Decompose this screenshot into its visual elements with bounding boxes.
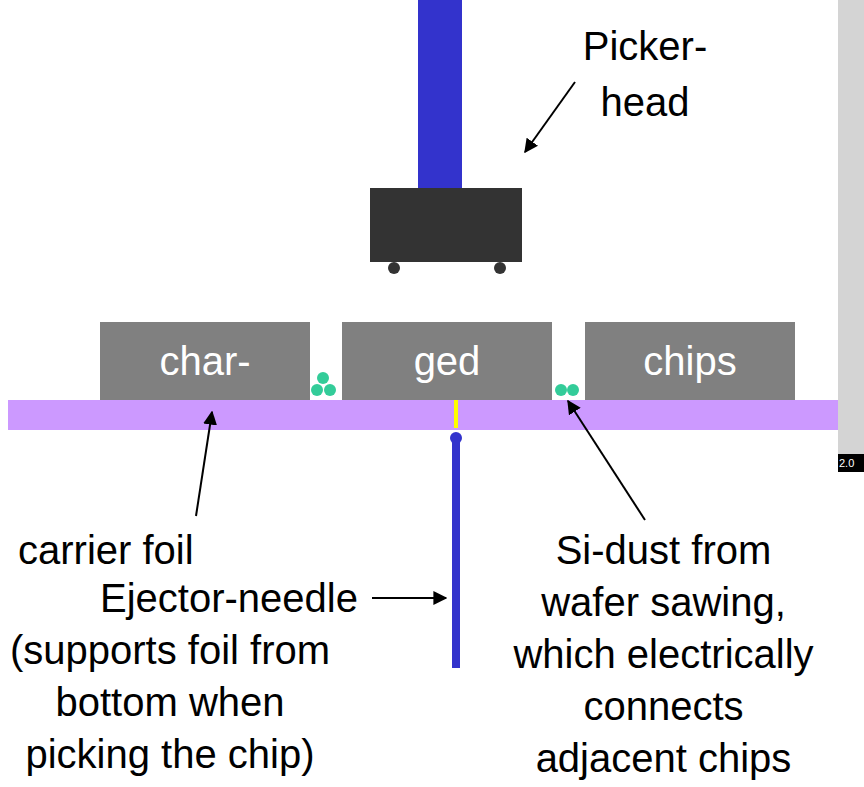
si-dust xyxy=(555,384,567,396)
si-dust xyxy=(317,372,329,384)
note-text: Si-dust from wafer sawing, which electri… xyxy=(508,524,819,784)
part-label: Ejector-needle xyxy=(100,572,370,624)
leader-line xyxy=(568,401,645,520)
part-label: Picker- head xyxy=(570,18,720,130)
picker-shaft xyxy=(418,0,462,188)
picker-head xyxy=(370,188,522,262)
si-dust xyxy=(567,384,579,396)
chip-box: char- xyxy=(100,322,310,400)
scale-label: 2.0 xyxy=(839,456,863,470)
leader-line xyxy=(525,82,575,152)
chip-label: char- xyxy=(159,337,250,385)
part-label: carrier foil xyxy=(18,524,218,576)
ejector-needle xyxy=(452,442,460,668)
micrograph-strip xyxy=(838,0,864,460)
carrier-foil xyxy=(8,400,838,430)
needle-contact xyxy=(454,400,458,428)
chip-label: ged xyxy=(414,337,481,385)
chip-label: chips xyxy=(643,337,736,385)
note-text: (supports foil from bottom when picking … xyxy=(0,624,340,780)
si-dust xyxy=(324,384,336,396)
leader-line xyxy=(196,412,212,516)
picker-contact xyxy=(494,262,506,274)
si-dust xyxy=(311,384,323,396)
chip-box: ged xyxy=(342,322,552,400)
picker-contact xyxy=(388,262,400,274)
leader-line xyxy=(372,597,446,599)
chip-box: chips xyxy=(585,322,795,400)
scale-bar xyxy=(838,454,864,472)
